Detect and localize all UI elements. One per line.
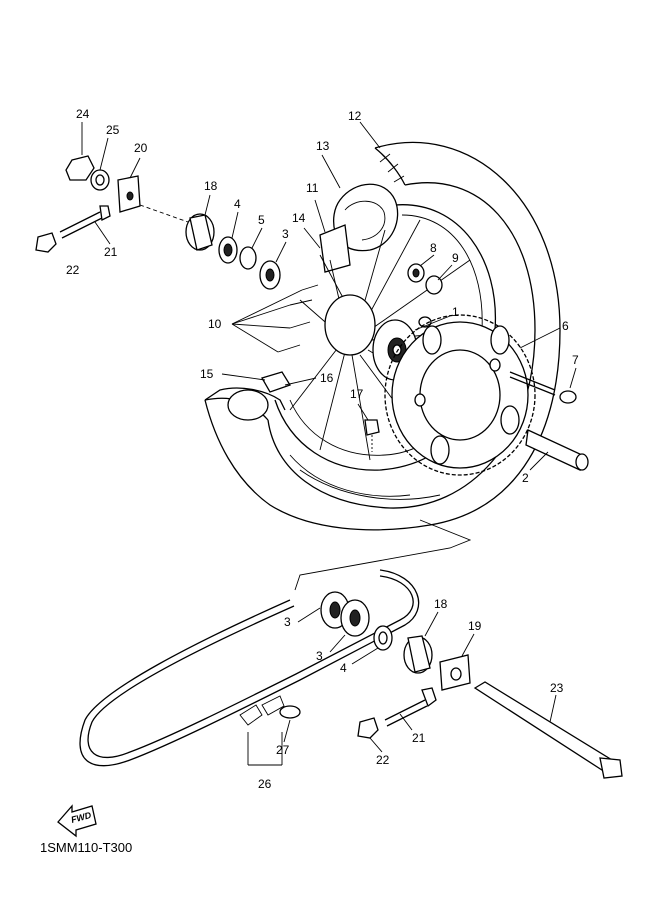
callout-16: 16 xyxy=(320,371,334,385)
callout-13: 13 xyxy=(316,139,330,153)
callout-23: 23 xyxy=(550,681,564,695)
callout-12: 12 xyxy=(348,109,362,123)
callout-6: 6 xyxy=(562,319,569,333)
callout-22-lower: 22 xyxy=(376,753,390,767)
callout-21: 21 xyxy=(104,245,118,259)
lower-axle-parts xyxy=(357,681,623,779)
callout-20: 20 xyxy=(134,141,148,155)
callout-11: 11 xyxy=(306,181,319,195)
callout-22: 22 xyxy=(66,263,80,277)
callout-3-lower-b: 3 xyxy=(316,649,323,663)
lower-bearings xyxy=(320,591,471,691)
callout-5: 5 xyxy=(258,213,265,227)
hub xyxy=(324,294,432,381)
callout-9: 9 xyxy=(452,251,459,265)
section-frame xyxy=(294,519,472,591)
master-link xyxy=(247,705,301,766)
callout-10: 10 xyxy=(208,317,222,331)
diagram-code: 1SMM110-T300 xyxy=(40,840,132,855)
spacer-parts xyxy=(407,263,443,295)
callout-26: 26 xyxy=(258,777,272,791)
sprocket-bolt xyxy=(509,371,577,404)
callout-21-lower: 21 xyxy=(412,731,426,745)
callout-1: 1 xyxy=(452,305,459,319)
drive-chain xyxy=(79,569,420,767)
callout-4: 4 xyxy=(234,197,241,211)
callout-3-lower-a: 3 xyxy=(284,615,291,629)
callout-18-lower: 18 xyxy=(434,597,448,611)
callout-19: 19 xyxy=(468,619,482,633)
sprocket xyxy=(384,314,536,476)
callout-14: 14 xyxy=(292,211,306,225)
inner-tube xyxy=(319,183,399,273)
nut-17 xyxy=(364,419,380,452)
callout-17: 17 xyxy=(350,387,364,401)
callout-15: 15 xyxy=(200,367,214,381)
callout-25: 25 xyxy=(106,123,120,137)
callout-8: 8 xyxy=(430,241,437,255)
leader-lines xyxy=(81,121,577,753)
callout-7: 7 xyxy=(572,353,579,367)
callout-3: 3 xyxy=(282,227,289,241)
callout-2: 2 xyxy=(522,471,529,485)
callout-labels: 24 25 20 18 4 5 3 21 22 11 13 12 14 8 9 … xyxy=(66,107,579,791)
disc-cover xyxy=(204,371,291,421)
callout-27: 27 xyxy=(276,743,290,757)
fwd-arrow-icon: FWD xyxy=(57,804,97,838)
collar xyxy=(525,429,589,471)
callout-24: 24 xyxy=(76,107,90,121)
callout-4-lower: 4 xyxy=(340,661,347,675)
callout-18: 18 xyxy=(204,179,218,193)
spoke-nipples xyxy=(277,284,319,353)
